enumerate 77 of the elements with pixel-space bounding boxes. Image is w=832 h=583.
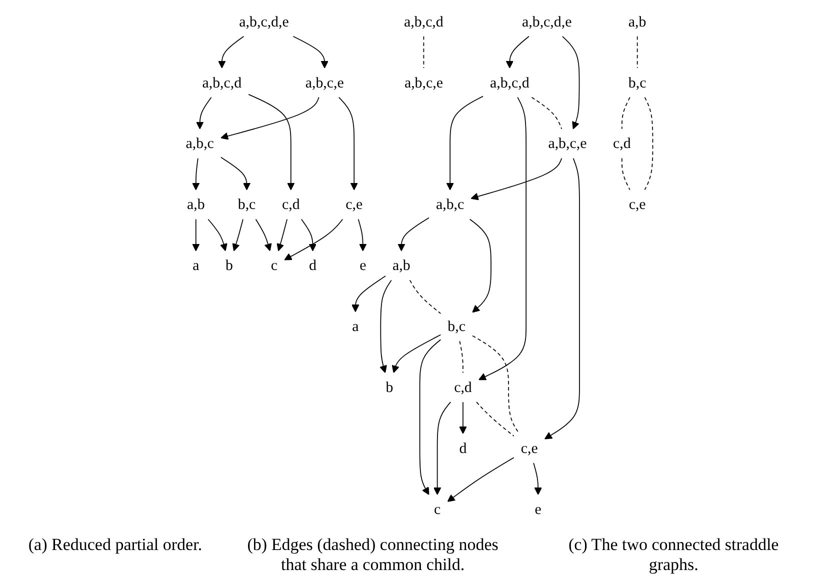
node-text: b,c xyxy=(628,74,646,91)
arrow xyxy=(208,218,228,252)
arrow xyxy=(533,462,542,495)
arrow xyxy=(459,402,467,434)
connector xyxy=(409,280,442,314)
arrow xyxy=(447,457,514,502)
node-text: c,d xyxy=(613,135,631,152)
arrow xyxy=(380,280,392,374)
connector xyxy=(476,402,514,436)
node-text: c,e xyxy=(628,196,646,213)
node-text: c,e xyxy=(520,440,538,456)
node-text: d xyxy=(459,440,467,456)
node-text: c,e xyxy=(346,196,363,213)
arrow xyxy=(470,158,562,200)
figure-caption: (b) Edges (dashed) connecting nodes that share a common child. xyxy=(246,535,500,575)
arrow xyxy=(292,36,328,68)
node-text: a xyxy=(192,256,200,274)
connector xyxy=(423,36,424,68)
node-text: b xyxy=(226,256,233,274)
node-text: c xyxy=(270,256,278,274)
node-text: b xyxy=(386,378,394,396)
node-text: b,c xyxy=(238,196,256,213)
node-text: c,d xyxy=(282,196,300,213)
node-text: a xyxy=(352,318,359,335)
arrow xyxy=(392,334,442,374)
arrow xyxy=(433,402,452,495)
arrow xyxy=(220,156,251,190)
node-text: a,b xyxy=(392,256,410,274)
node-text: a,b,c,d,e xyxy=(239,13,289,30)
arrow xyxy=(562,36,580,130)
node-text: a,b,c,d xyxy=(490,74,530,91)
figure-caption: (a) Reduced partial order. xyxy=(28,535,202,556)
arrow xyxy=(276,218,288,252)
arrow xyxy=(248,94,295,190)
node-text: a,b,c,d,e xyxy=(522,13,572,30)
connector xyxy=(621,158,630,190)
node-text: a,b,c,e xyxy=(305,74,344,91)
arrow xyxy=(196,96,212,130)
arrow xyxy=(398,217,430,252)
arrow xyxy=(469,218,492,313)
figure-caption: (c) The two connected straddle graphs. xyxy=(568,535,780,575)
node-text: b,c xyxy=(448,318,466,335)
arrow xyxy=(218,36,244,68)
node-text: e xyxy=(534,500,542,518)
arrow xyxy=(352,276,386,312)
connector xyxy=(636,36,638,68)
node-text: a,b,c,d xyxy=(202,74,242,91)
connector xyxy=(459,340,464,374)
node-text: a,b xyxy=(628,13,646,30)
node-text: a,b,c,e xyxy=(548,135,587,152)
connector xyxy=(644,96,654,190)
connector xyxy=(621,96,630,130)
arrow xyxy=(232,218,244,252)
arrow xyxy=(192,158,200,190)
node-text: d xyxy=(309,256,316,274)
node-text: a,b,c,e xyxy=(404,74,443,91)
arrow xyxy=(478,96,527,380)
arrow xyxy=(419,339,442,495)
arrow xyxy=(300,218,317,252)
arrow xyxy=(284,218,344,260)
arrow xyxy=(544,158,580,440)
arrow xyxy=(192,218,200,252)
arrow xyxy=(255,218,272,252)
node-text: a,b,c xyxy=(186,135,214,152)
arrow xyxy=(338,96,358,190)
node-text: c,d xyxy=(454,378,472,396)
node-text: c xyxy=(434,500,441,518)
arrow xyxy=(446,96,484,190)
arrow xyxy=(358,218,367,252)
node-text: a,b,c,d xyxy=(404,13,444,30)
connector xyxy=(472,335,520,434)
connector xyxy=(531,96,562,130)
node-text: a,b,c xyxy=(436,196,464,213)
node-text: a,b xyxy=(186,196,205,213)
arrow xyxy=(506,36,530,68)
node-text: e xyxy=(360,256,366,274)
arrow xyxy=(220,96,320,140)
